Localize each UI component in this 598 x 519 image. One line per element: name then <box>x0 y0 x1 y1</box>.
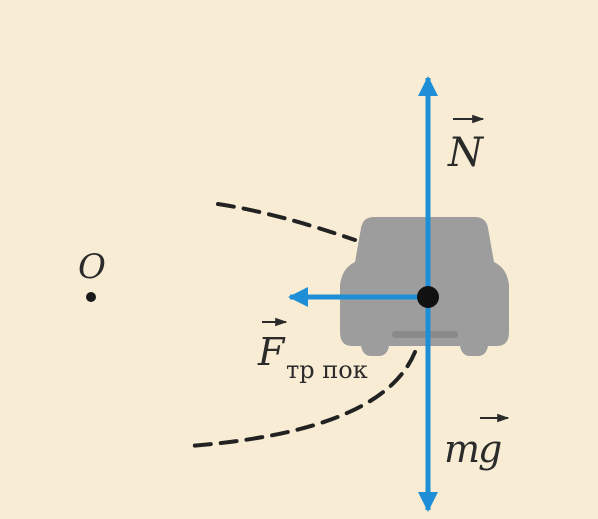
origin-point <box>86 292 96 302</box>
car-body <box>340 217 509 356</box>
center-of-mass-dot <box>417 286 439 308</box>
gravity-mass-label: m <box>444 427 480 471</box>
circular-path-upper <box>216 202 357 242</box>
gravity-g-label: g <box>478 427 502 471</box>
origin-label: O <box>78 247 106 287</box>
friction-force-label: F <box>257 330 286 374</box>
circular-path-lower <box>188 350 417 448</box>
friction-force-subscript: тр пок <box>286 356 368 384</box>
normal-force-label: N <box>447 130 485 176</box>
car-bumper-detail <box>392 331 458 338</box>
